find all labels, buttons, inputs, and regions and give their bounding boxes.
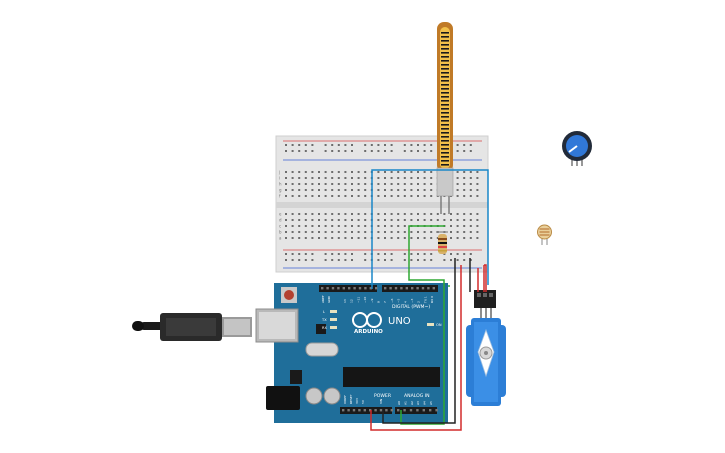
breadboard-row-label: f [279, 194, 281, 199]
digital-pin-label: RX 0 [430, 296, 434, 303]
digital-pin-label: ~11 [356, 297, 360, 303]
l-led-label: L [323, 310, 325, 314]
arduino-logo-icon [352, 312, 382, 328]
wire-green [400, 225, 445, 425]
wire-blue [371, 169, 489, 289]
breadboard-row-label: c [279, 224, 281, 229]
photoresistor[interactable] [537, 224, 552, 245]
analog-pin-label: A2 [410, 401, 414, 405]
flex-sensor[interactable] [436, 22, 454, 214]
tx-led-label: TX [321, 318, 327, 322]
digital-pin-label: TX 1 [423, 296, 427, 304]
resistor[interactable] [436, 231, 448, 254]
breadboard-row-label: h [279, 182, 282, 187]
wires [370, 169, 492, 431]
digital-pin-label: 13 [343, 299, 347, 303]
analog-pin-label: A1 [403, 401, 407, 405]
digital-pin-label: 4 [403, 301, 407, 303]
digital-pin-label: 8 [377, 301, 381, 303]
5v-pin-label: 5V [361, 399, 365, 404]
aref-pin-label: AREF [321, 295, 325, 303]
board-model-label: UNO [388, 316, 411, 327]
analog-in-label: ANALOG IN [404, 393, 430, 399]
digital-pin-label: ~5 [397, 298, 401, 303]
arduino-logo-text: ARDUINO [354, 329, 383, 335]
breadboard-row-label: b [279, 230, 282, 235]
potentiometer[interactable] [562, 131, 592, 166]
breadboard-row-label: g [279, 188, 282, 193]
breadboard-row-label: a [279, 236, 282, 241]
ioref-pin-label: IOREF [343, 395, 347, 404]
flex-sensor-stripes [441, 32, 449, 166]
analog-pin-label: A4 [423, 401, 427, 405]
gnd-pin-label: GND [327, 295, 331, 303]
servo-motor[interactable] [466, 290, 506, 406]
wire-red [370, 265, 485, 431]
breadboard-row-label: e [279, 212, 282, 217]
digital-pin-label: ~10 [363, 297, 367, 303]
digital-pin-label: ~9 [370, 298, 374, 303]
wire-black [382, 258, 456, 424]
3v3-pin-label: 3V3 [355, 398, 359, 404]
analog-pin-label: A3 [416, 401, 420, 405]
vin-pin-label: VIN [379, 399, 383, 404]
analog-pin-label: A5 [429, 401, 433, 405]
power-label: POWER [374, 393, 392, 399]
digital-pin-label: ~3 [410, 298, 414, 303]
arduino-uno-board[interactable]: ARDUINO UNO DIGITAL (PWM~) POWER ANALOG … [255, 283, 448, 423]
digital-pin-label: 7 [383, 301, 387, 303]
analog-pin-label: A0 [397, 401, 401, 405]
breadboard-row-label: d [279, 218, 282, 223]
reset-pin-label: RESET [349, 394, 353, 404]
digital-pwm-label: DIGITAL (PWM~) [392, 304, 430, 310]
digital-pin-label: ~6 [390, 298, 394, 303]
digital-pin-label: 2 [417, 301, 421, 303]
on-led-label: ON [436, 323, 442, 327]
breadboard-row-label: j [278, 170, 280, 175]
breadboard-row-label: i [279, 176, 280, 181]
digital-pin-label: 12 [350, 299, 354, 303]
header-pins [321, 287, 438, 412]
rx-led-label: RX [322, 326, 327, 330]
usb-cable[interactable] [132, 313, 252, 341]
